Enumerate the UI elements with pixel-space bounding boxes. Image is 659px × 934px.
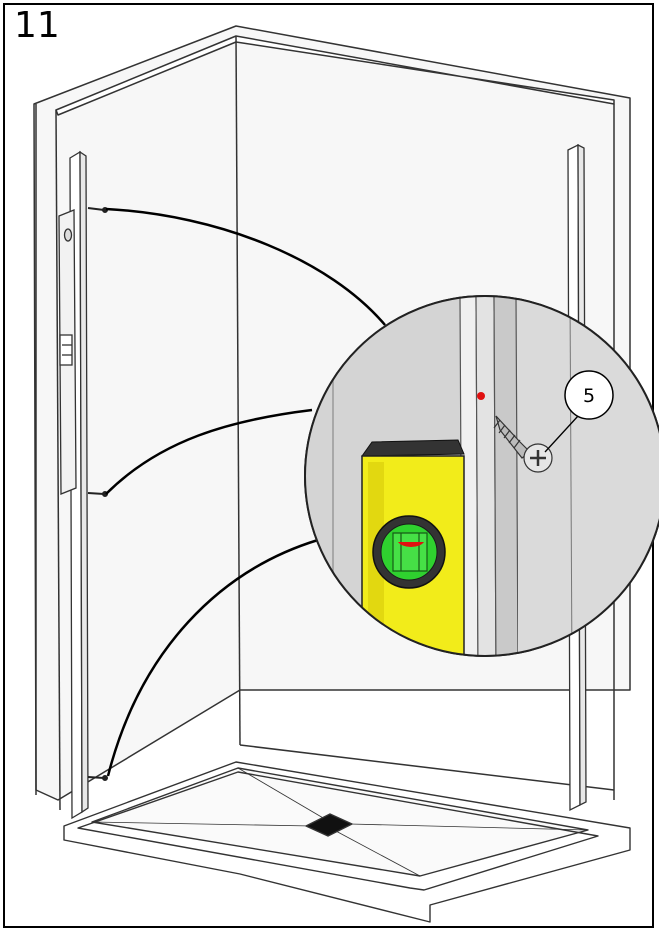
shower-tray [63, 761, 631, 923]
callout-number: 5 [583, 385, 595, 407]
screw [493, 415, 553, 473]
indicator-dot [477, 392, 485, 400]
leader-lines [105, 207, 386, 777]
callout-bubble: 5 [564, 370, 614, 420]
left-wall-profile [58, 150, 89, 820]
step-number: 11 [14, 5, 60, 46]
